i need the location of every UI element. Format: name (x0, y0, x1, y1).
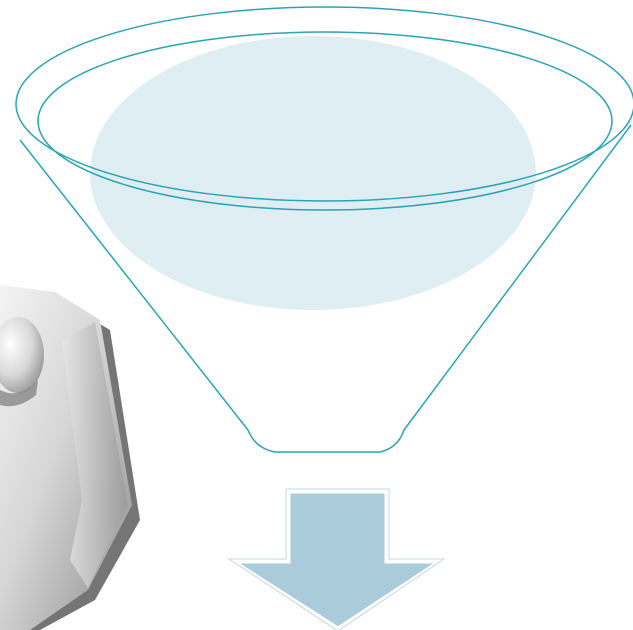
arrow-shape (235, 492, 438, 628)
appliance-photo (0, 285, 140, 630)
arrow-down-icon (229, 489, 444, 630)
funnel-inner-fill (90, 36, 536, 310)
